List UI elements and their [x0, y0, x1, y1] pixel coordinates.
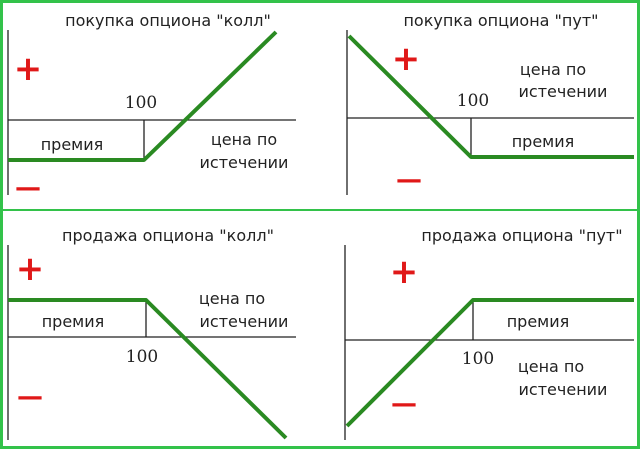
expiry-label-line2: истечении	[200, 153, 289, 172]
payoff-line	[345, 298, 634, 428]
premium-label: премия	[41, 135, 104, 154]
panel-long-put: покупка опциона "пут" 100 премия цена по…	[346, 11, 634, 195]
panel-title: покупка опциона "пут"	[403, 11, 598, 30]
panel-title: продажа опциона "колл"	[62, 226, 274, 245]
strike-label: 100	[126, 347, 158, 367]
premium-label: премия	[507, 312, 570, 331]
strike-label: 100	[457, 91, 489, 111]
premium-label: премия	[512, 132, 575, 151]
minus-sign: —	[17, 382, 43, 412]
minus-sign: —	[396, 165, 422, 195]
expiry-label-line1: цена по	[520, 60, 586, 79]
payoff-line	[8, 298, 288, 440]
premium-label: премия	[42, 312, 105, 331]
minus-sign: —	[391, 389, 417, 419]
panel-title: покупка опциона "колл"	[65, 11, 271, 30]
payoff-line	[8, 30, 278, 162]
expiry-label-line1: цена по	[199, 289, 265, 308]
plus-sign: +	[16, 249, 45, 289]
panel-short-put: продажа опциона "пут" 100 премия цена по…	[344, 226, 634, 440]
panel-title: продажа опциона "пут"	[421, 226, 622, 245]
strike-label: 100	[462, 349, 494, 369]
expiry-label-line1: цена по	[211, 130, 277, 149]
plus-sign: +	[14, 49, 43, 89]
panel-long-call: покупка опциона "колл" 100 премия цена п…	[7, 11, 296, 203]
expiry-label-line1: цена по	[518, 357, 584, 376]
expiry-label-line2: истечении	[519, 380, 608, 399]
expiry-label-line2: истечении	[200, 312, 289, 331]
panel-short-call: продажа опциона "колл" 100 премия цена п…	[7, 226, 296, 440]
minus-sign: —	[15, 173, 41, 203]
plus-sign: +	[392, 39, 421, 79]
plus-sign: +	[390, 252, 419, 292]
expiry-label-line2: истечении	[519, 82, 608, 101]
strike-label: 100	[125, 93, 157, 113]
payoff-line	[347, 34, 634, 159]
